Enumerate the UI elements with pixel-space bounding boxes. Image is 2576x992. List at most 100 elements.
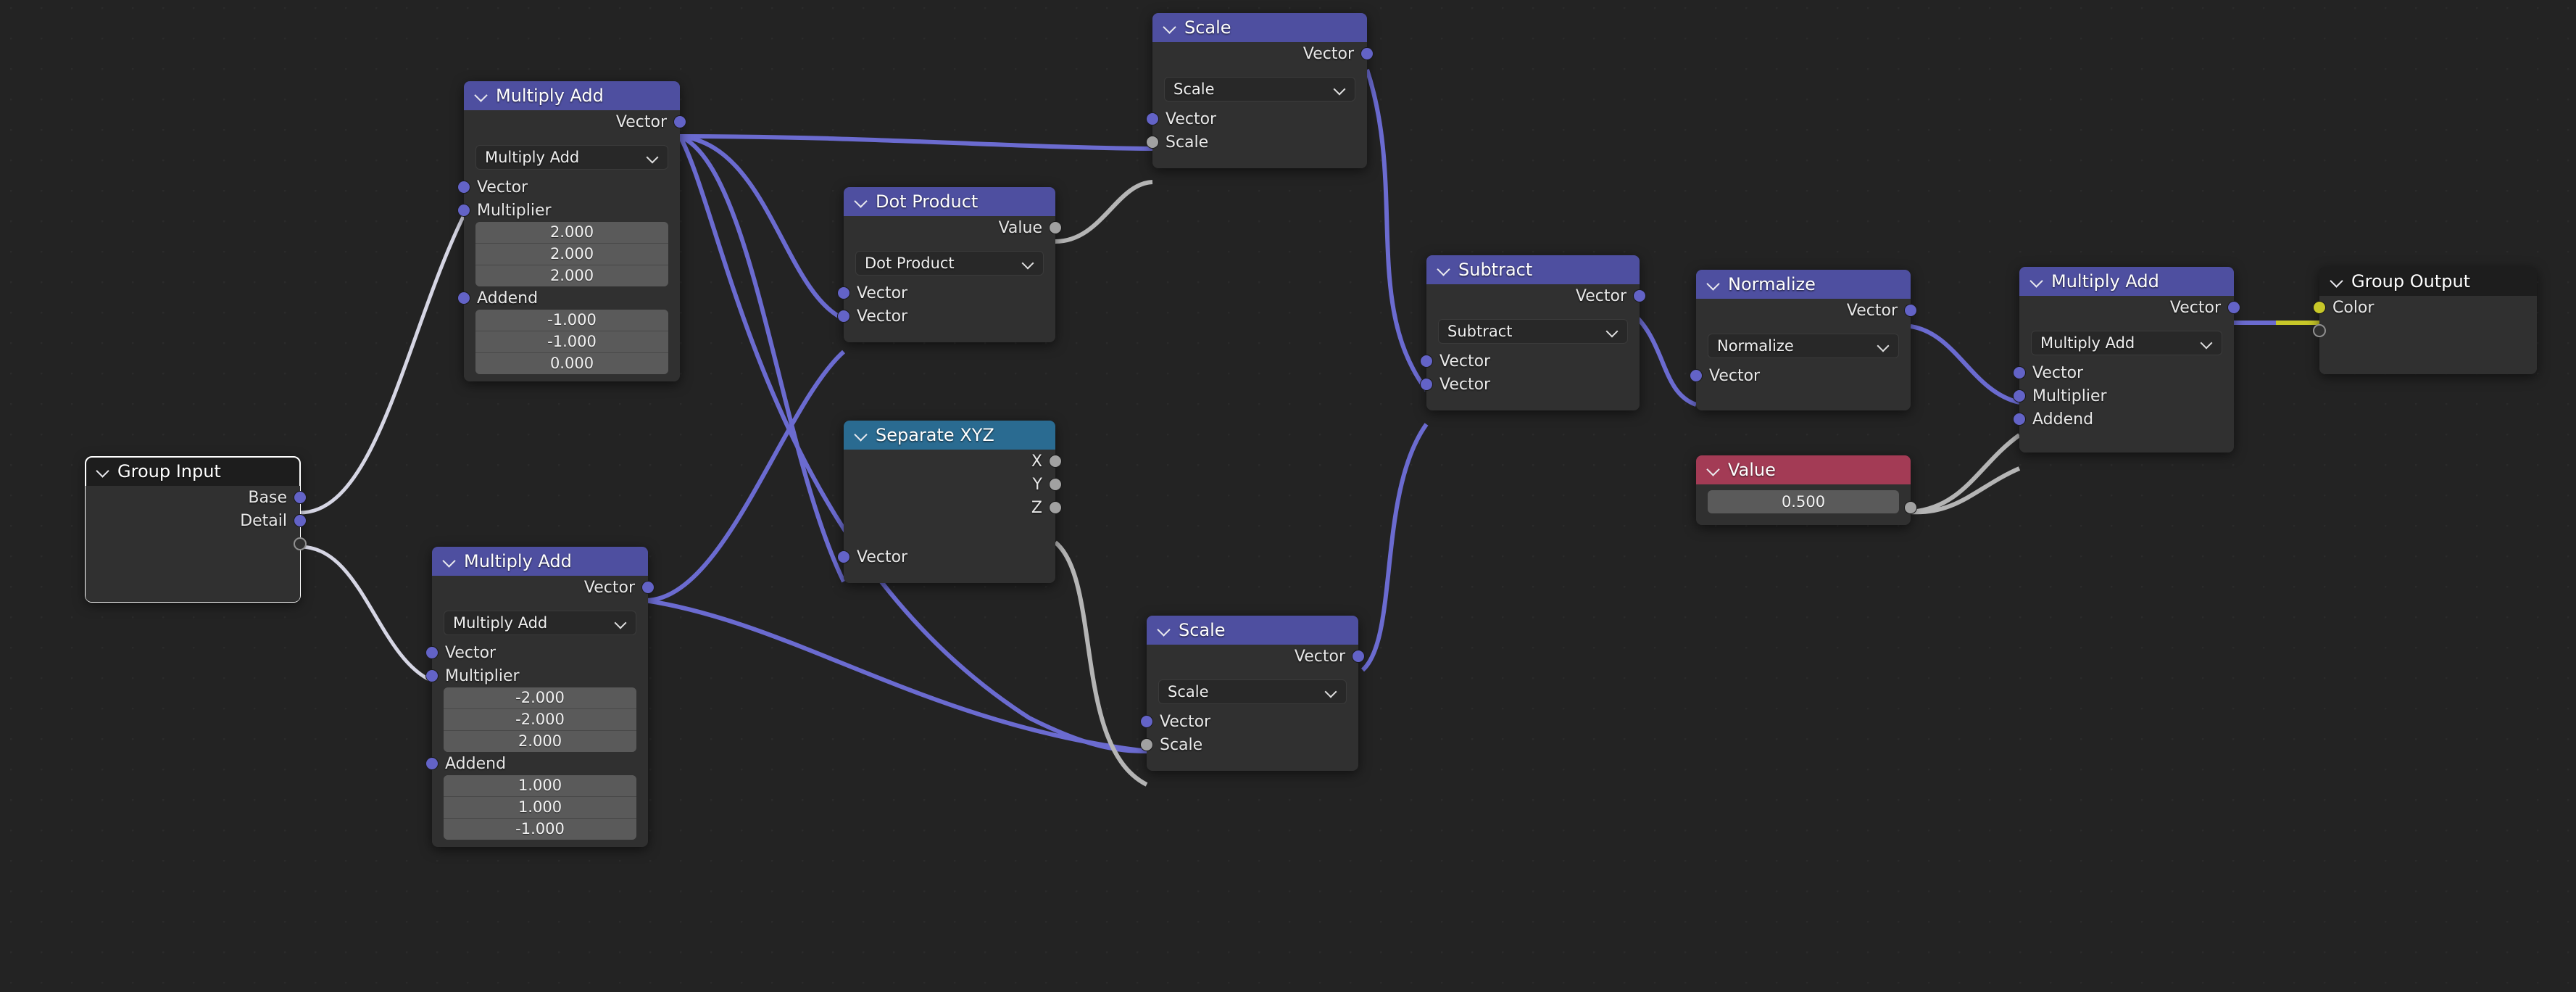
chevron-down-icon[interactable]: [2201, 338, 2211, 348]
socket-input-vector[interactable]: [1146, 112, 1159, 125]
addend-z-field[interactable]: 0.000: [475, 353, 668, 374]
socket-output-value[interactable]: [1049, 221, 1062, 234]
socket-output-vector[interactable]: [673, 115, 686, 128]
chevron-down-icon[interactable]: [855, 194, 867, 206]
chevron-down-icon[interactable]: [1708, 463, 1719, 474]
socket-row-in-multiplier[interactable]: Multiplier: [457, 199, 680, 222]
socket-input-vector-a[interactable]: [837, 286, 850, 299]
multiplier-vector-field[interactable]: 2.000 2.000 2.000: [475, 222, 668, 286]
socket-output-value[interactable]: [1904, 501, 1917, 514]
node-header-scale-bottom[interactable]: Scale: [1147, 616, 1358, 645]
socket-row-out-vector[interactable]: Vector: [1426, 284, 1646, 307]
socket-row-in-scale[interactable]: Scale: [1146, 131, 1367, 154]
socket-output-vector[interactable]: [1904, 304, 1917, 317]
socket-input-multiplier[interactable]: [2013, 389, 2026, 402]
socket-input-vector[interactable]: [425, 646, 439, 659]
node-separate-xyz[interactable]: Separate XYZ X Y Z Vector: [837, 421, 1062, 583]
socket-input-scale[interactable]: [1146, 136, 1159, 149]
node-multiply-add-3[interactable]: Multiply Add Vector Multiply Add Vector …: [2013, 267, 2240, 452]
socket-row-in-vector-a[interactable]: Vector: [837, 281, 1055, 305]
chevron-down-icon[interactable]: [615, 618, 626, 628]
multiplier-x-field[interactable]: -2.000: [444, 687, 636, 709]
addend-vector-field[interactable]: -1.000 -1.000 0.000: [475, 310, 668, 374]
socket-output-virtual[interactable]: [294, 537, 307, 550]
socket-row-detail[interactable]: Detail: [86, 509, 307, 532]
node-normalize[interactable]: Normalize Vector Normalize Vector: [1690, 270, 1917, 410]
socket-input-vector-b[interactable]: [1420, 378, 1433, 391]
chevron-down-icon[interactable]: [2331, 274, 2343, 286]
node-multiply-add-2[interactable]: Multiply Add Vector Multiply Add Vector …: [425, 547, 655, 847]
chevron-down-icon[interactable]: [1158, 623, 1170, 635]
node-header-group-output[interactable]: Group Output: [2319, 267, 2537, 296]
socket-output-z[interactable]: [1049, 501, 1062, 514]
socket-input-color[interactable]: [2313, 301, 2326, 314]
socket-row-in-multiplier[interactable]: Multiplier: [425, 664, 648, 687]
socket-output-base[interactable]: [294, 491, 307, 504]
operation-dropdown[interactable]: Multiply Add: [475, 145, 668, 170]
node-header-multiply-add-3[interactable]: Multiply Add: [2019, 267, 2234, 296]
socket-row-out-vector[interactable]: Vector: [1152, 42, 1374, 65]
socket-input-vector[interactable]: [1690, 369, 1703, 382]
multiplier-z-field[interactable]: 2.000: [475, 265, 668, 286]
node-scale-bottom[interactable]: Scale Vector Scale Vector Scale: [1140, 616, 1365, 771]
socket-input-addend[interactable]: [2013, 413, 2026, 426]
socket-row-out-value[interactable]: Value: [844, 216, 1062, 239]
node-value[interactable]: Value 0.500: [1696, 455, 1917, 525]
chevron-down-icon[interactable]: [1438, 263, 1450, 274]
socket-row-in-vector-b[interactable]: Vector: [837, 305, 1055, 328]
chevron-down-icon[interactable]: [647, 152, 657, 162]
socket-input-addend[interactable]: [457, 292, 470, 305]
socket-row-in-vector[interactable]: Vector: [457, 175, 680, 199]
socket-row-in-multiplier[interactable]: Multiplier: [2013, 384, 2234, 408]
socket-output-detail[interactable]: [294, 514, 307, 527]
multiplier-x-field[interactable]: 2.000: [475, 222, 668, 244]
chevron-down-icon[interactable]: [855, 428, 867, 439]
socket-row-in-scale[interactable]: Scale: [1140, 733, 1358, 756]
operation-dropdown[interactable]: Scale: [1164, 77, 1355, 102]
socket-row-in-vector[interactable]: Vector: [1140, 710, 1358, 733]
chevron-down-icon[interactable]: [1164, 20, 1176, 32]
chevron-down-icon[interactable]: [1878, 341, 1888, 351]
node-dot-product[interactable]: Dot Product Value Dot Product Vector Vec…: [837, 187, 1062, 342]
addend-y-field[interactable]: 1.000: [444, 797, 636, 819]
chevron-down-icon[interactable]: [1607, 326, 1617, 336]
socket-row-in-vector-b[interactable]: Vector: [1420, 373, 1640, 396]
node-subtract[interactable]: Subtract Vector Subtract Vector Vector: [1420, 255, 1646, 410]
socket-row-in-addend[interactable]: Addend: [457, 286, 680, 310]
addend-z-field[interactable]: -1.000: [444, 819, 636, 840]
socket-input-multiplier[interactable]: [425, 669, 439, 682]
socket-row-out-y[interactable]: Y: [844, 473, 1062, 496]
socket-row-out-vector[interactable]: Vector: [464, 110, 686, 133]
multiplier-y-field[interactable]: -2.000: [444, 709, 636, 731]
socket-output-vector[interactable]: [1360, 47, 1374, 60]
addend-x-field[interactable]: 1.000: [444, 775, 636, 797]
socket-row-out-vector[interactable]: Vector: [432, 576, 655, 599]
socket-output-vector[interactable]: [1352, 650, 1365, 663]
socket-input-vector-a[interactable]: [1420, 355, 1433, 368]
chevron-down-icon[interactable]: [1708, 277, 1719, 289]
chevron-down-icon[interactable]: [97, 464, 109, 476]
socket-input-vector[interactable]: [837, 550, 850, 563]
chevron-down-icon[interactable]: [1334, 84, 1345, 94]
socket-row-out-x[interactable]: X: [844, 450, 1062, 473]
node-header-value[interactable]: Value: [1696, 455, 1911, 484]
socket-input-vector[interactable]: [1140, 715, 1153, 728]
socket-output-y[interactable]: [1049, 478, 1062, 491]
node-header-normalize[interactable]: Normalize: [1696, 270, 1911, 299]
socket-input-vector[interactable]: [2013, 366, 2026, 379]
addend-y-field[interactable]: -1.000: [475, 331, 668, 353]
socket-input-vector[interactable]: [457, 181, 470, 194]
socket-input-multiplier[interactable]: [457, 204, 470, 217]
node-scale-top[interactable]: Scale Vector Scale Vector Scale: [1146, 13, 1374, 168]
chevron-down-icon[interactable]: [1326, 687, 1336, 697]
node-multiply-add-1[interactable]: Multiply Add Vector Multiply Add Vector …: [457, 81, 686, 381]
socket-row-in-virtual[interactable]: [2313, 319, 2537, 342]
socket-row-out-vector[interactable]: Vector: [1147, 645, 1365, 668]
multiplier-z-field[interactable]: 2.000: [444, 731, 636, 752]
node-header-separate-xyz[interactable]: Separate XYZ: [844, 421, 1055, 450]
node-group-output[interactable]: Group Output Color: [2313, 267, 2537, 374]
socket-row-in-vector[interactable]: Vector: [425, 641, 648, 664]
socket-input-vector-b[interactable]: [837, 310, 850, 323]
socket-input-addend[interactable]: [425, 757, 439, 770]
socket-row-in-addend[interactable]: Addend: [2013, 408, 2234, 431]
